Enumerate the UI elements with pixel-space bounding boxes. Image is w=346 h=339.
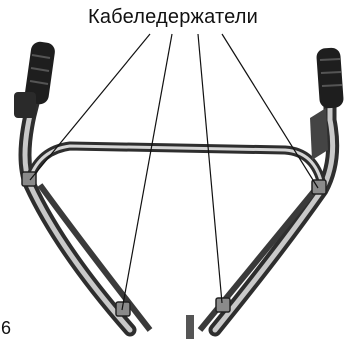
cable-holder-left [22, 172, 36, 186]
cross-bar [30, 146, 322, 185]
left-inner-tube [40, 185, 150, 330]
left-handlebar-tube-highlight [25, 75, 130, 330]
figure-number-fragment: 6 [1, 318, 11, 339]
figure-caption: Кабеледержатели [0, 6, 346, 29]
cable-holder-lower-right [216, 298, 230, 312]
center-base-part [186, 315, 194, 339]
left-grip [14, 41, 56, 118]
